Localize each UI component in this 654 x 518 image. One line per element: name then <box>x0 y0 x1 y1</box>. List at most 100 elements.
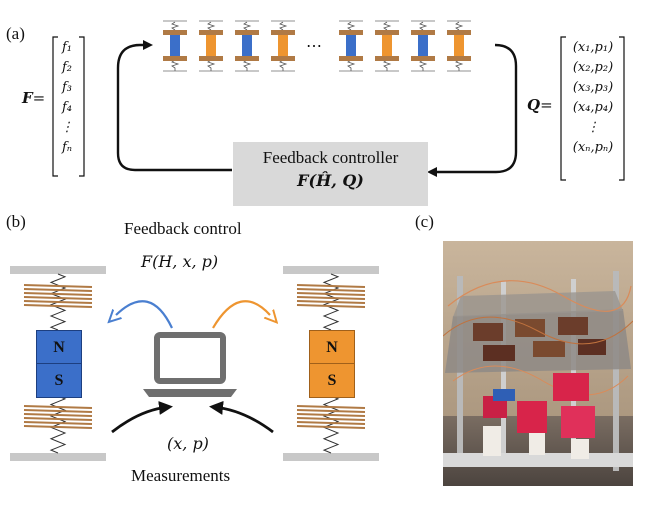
chain-coil <box>235 56 259 61</box>
coil-winding <box>296 284 366 288</box>
chain-spring <box>279 59 288 71</box>
vector-q-entry: (x₃,p₃) <box>572 80 614 95</box>
vector-q-entry: (xₙ,pₙ) <box>572 140 614 155</box>
feedback-controller-box: Feedback controller F(Ĥ, Q) <box>233 142 428 206</box>
chain-magnet <box>170 35 180 56</box>
bracket-f-right <box>79 36 85 177</box>
chain-spring <box>455 21 464 31</box>
feedback-loop-right <box>427 43 518 177</box>
chain-coil <box>199 30 223 35</box>
chain-spring <box>419 21 428 31</box>
panel-b-graphics <box>23 273 366 454</box>
chain-spring <box>243 59 252 71</box>
vector-f-symbol: F= <box>22 89 45 107</box>
chain-spring <box>347 59 356 71</box>
laptop-icon <box>143 332 237 397</box>
vector-q-equals: = <box>540 96 553 114</box>
chain-magnet <box>382 35 392 56</box>
rail-left-bottom <box>10 453 106 461</box>
coil-winding <box>296 304 366 308</box>
spring <box>49 395 67 454</box>
vector-f-entry: f₂ <box>61 60 73 75</box>
chain-spring <box>347 21 356 31</box>
coil-winding <box>23 405 93 409</box>
chain-spring <box>207 21 216 31</box>
chain-coil <box>235 30 259 35</box>
coil-winding <box>296 417 366 421</box>
coil-winding <box>23 288 93 292</box>
coil-winding <box>23 300 93 304</box>
feedback-controller-title: Feedback controller <box>262 148 399 167</box>
chain-magnet <box>346 35 356 56</box>
vector-q-entry: ⋮ <box>586 120 600 135</box>
coil-winding <box>296 421 366 425</box>
chain-magnet <box>418 35 428 56</box>
vector-q-letter: Q <box>527 96 541 114</box>
vector-f-entries: f₁ f₂ f₃ f₄ ⋮ fₙ <box>55 38 79 158</box>
chain-spring <box>383 21 392 31</box>
vector-f-equals: = <box>32 89 46 107</box>
vector-q-entry: (x₁,p₁) <box>572 40 614 55</box>
vector-f-entry: fₙ <box>61 140 73 155</box>
arrow-measure-right <box>209 400 274 434</box>
chain-spring <box>455 59 464 71</box>
panel-label-b: (b) <box>6 212 26 231</box>
oscillator-chain <box>163 20 471 72</box>
chain-coil <box>375 56 399 61</box>
chain-magnet <box>278 35 288 56</box>
coil-winding <box>23 417 93 421</box>
vector-q-entry: (x₂,p₂) <box>572 60 614 75</box>
chain-coil <box>411 56 435 61</box>
right-magnet-north: N <box>310 331 354 364</box>
chain-spring <box>171 59 180 71</box>
chain-coil <box>163 56 187 61</box>
coil-winding <box>23 292 93 296</box>
coil-winding <box>23 421 93 425</box>
chain-coil <box>447 56 471 61</box>
coil-winding <box>296 296 366 300</box>
coil-winding <box>23 409 93 413</box>
vector-f-entry: f₁ <box>61 40 73 55</box>
arrow-measure-left <box>111 401 173 434</box>
chain-ellipsis: ⋯ <box>306 36 322 55</box>
coil-winding <box>23 425 93 429</box>
chain-coil <box>411 30 435 35</box>
chain-coil <box>447 30 471 35</box>
vector-f-letter: F <box>22 89 33 107</box>
chain-coil <box>163 30 187 35</box>
coil-winding <box>23 413 93 417</box>
feedback-controller-formula: F(Ĥ, Q) <box>297 171 364 190</box>
coil-winding <box>296 300 366 304</box>
chain-spring <box>171 21 180 31</box>
coil-winding <box>296 409 366 413</box>
left-magnet: N S <box>36 330 82 398</box>
chain-spring <box>243 21 252 31</box>
coil-winding <box>23 284 93 288</box>
arrow-to-right-magnet <box>212 300 270 329</box>
chain-coil <box>339 30 363 35</box>
chain-spring <box>383 59 392 71</box>
arrow-to-left-magnet <box>116 300 173 329</box>
coil-winding <box>296 413 366 417</box>
bracket-q-left <box>560 36 566 181</box>
measurement-label: (x, p) <box>167 434 209 453</box>
bracket-f-left <box>52 36 58 177</box>
chain-coil <box>339 56 363 61</box>
rail-right-bottom <box>283 453 379 461</box>
feedback-loop-left <box>116 40 232 172</box>
chain-magnet <box>242 35 252 56</box>
chain-spring <box>279 21 288 31</box>
photo-icon <box>443 241 633 486</box>
vector-f-entry: f₃ <box>61 80 73 95</box>
rail-left-top <box>10 266 106 274</box>
coil-winding <box>296 405 366 409</box>
vector-q-symbol: Q= <box>527 96 553 114</box>
spring <box>322 395 340 454</box>
right-magnet-south: S <box>327 372 337 389</box>
chain-spring <box>419 59 428 71</box>
experimental-setup-photo <box>443 241 633 486</box>
coil-winding <box>23 304 93 308</box>
panel-label-a: (a) <box>6 24 25 43</box>
vector-f-entry: ⋮ <box>60 120 74 135</box>
